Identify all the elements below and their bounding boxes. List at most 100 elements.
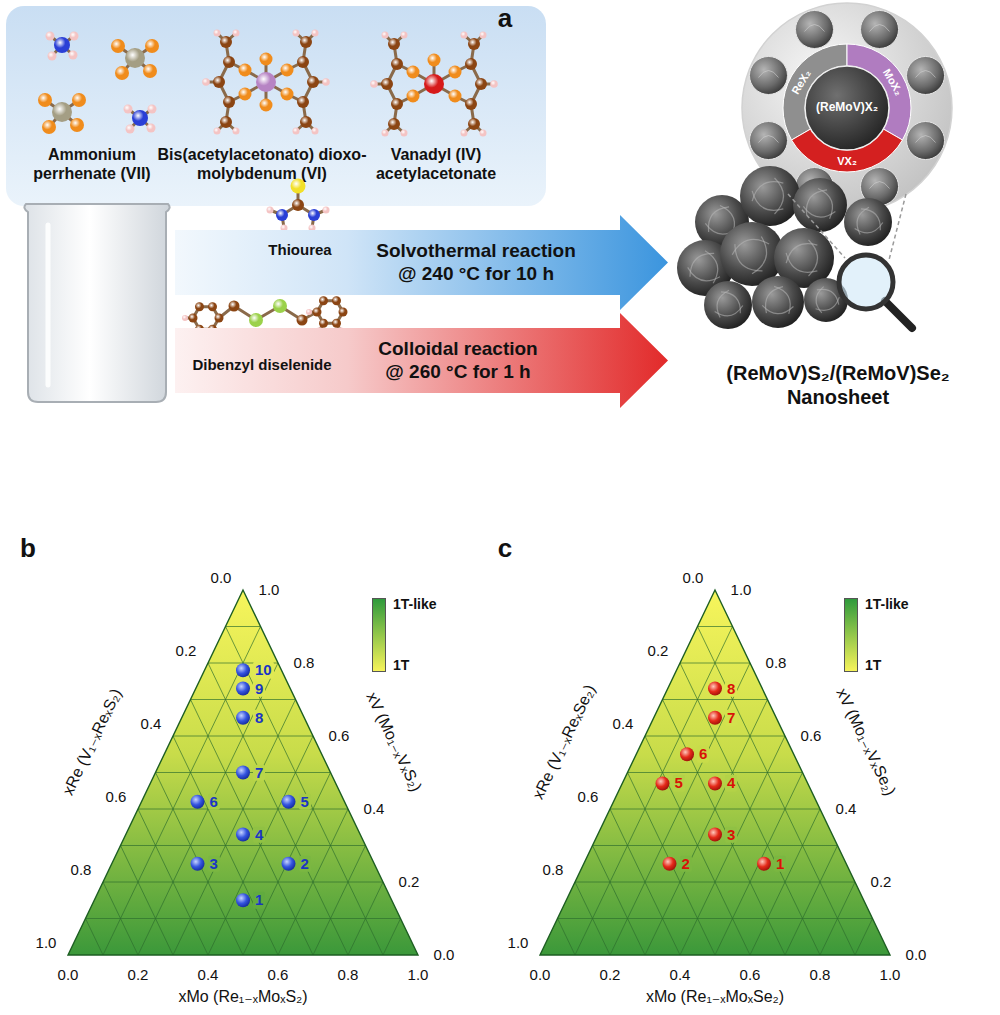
nanosheet-petal xyxy=(809,240,818,276)
nanoflower xyxy=(793,178,847,232)
label-anchor: Vanadyl (IV) acetylacetonate xyxy=(356,145,516,183)
label-anchor: 0.4 xyxy=(836,801,857,818)
label-anchor: 0.2 xyxy=(399,874,420,891)
nanosheet-petal xyxy=(702,202,729,232)
axis-tick-label: 0.2 xyxy=(176,643,197,660)
label-anchor: 0.6 xyxy=(268,967,289,984)
atom xyxy=(148,105,157,114)
atom xyxy=(300,36,312,48)
atom xyxy=(126,125,135,134)
atom xyxy=(195,302,204,311)
legend-text: 1T-like xyxy=(393,597,437,612)
ternary-grid-line xyxy=(383,919,401,956)
ternary-grid-line xyxy=(191,700,314,956)
label-anchor: Dibenzyl diselenide xyxy=(192,356,331,374)
sem-collage-circle xyxy=(742,3,952,213)
ternary-grid-line xyxy=(628,772,803,773)
atom xyxy=(46,32,55,41)
ring-label: VX₂ xyxy=(837,155,857,167)
label-anchor: 0.6 xyxy=(740,967,761,984)
sample-dot xyxy=(191,795,205,809)
axis-tick-label: 0.2 xyxy=(871,874,892,891)
atom xyxy=(428,54,441,67)
ternary-grid-line xyxy=(610,809,820,810)
process-label: Colloidal reaction @ 260 °C for 1 h xyxy=(370,338,546,384)
atom xyxy=(449,66,462,79)
label-anchor: 1T xyxy=(865,658,881,673)
axis-tick-label: 0.6 xyxy=(578,789,599,806)
arrow-shape xyxy=(175,313,668,408)
axis-tick-label: 0.8 xyxy=(543,862,564,879)
label-anchor: xV (Mo₁₋ₓVₓS₂) xyxy=(363,690,426,795)
label-anchor: 0.2 xyxy=(128,967,149,984)
atom xyxy=(465,58,477,70)
label-anchor: VX₂ xyxy=(837,155,857,167)
label-anchor: 0.6 xyxy=(578,789,599,806)
atom xyxy=(297,315,308,326)
atom xyxy=(465,98,477,110)
axis-tick-label: 0.4 xyxy=(198,967,219,984)
atom xyxy=(312,128,319,135)
axis-tick-label: 0.8 xyxy=(294,655,315,672)
ternary-grid-line xyxy=(628,773,716,956)
axis-title: xMo (Re₁₋ₓMoₓSe₂) xyxy=(646,988,784,1006)
sample-number: 3 xyxy=(208,856,220,873)
ternary-grid-line xyxy=(103,627,261,956)
atom xyxy=(319,296,328,305)
ternary-grid-line xyxy=(645,736,785,737)
axis-tick-label: 0.0 xyxy=(211,570,232,587)
sem-texture xyxy=(916,136,936,143)
label-anchor: 1.0 xyxy=(731,582,752,599)
sem-texture xyxy=(758,70,778,77)
sample-number: 1 xyxy=(774,856,786,873)
nanosheet-petal xyxy=(775,178,784,214)
sample-number: 9 xyxy=(253,680,265,697)
ternary-grid-line xyxy=(86,919,104,956)
sample-dot xyxy=(680,747,694,761)
legend-text: 1T xyxy=(865,658,881,673)
atom xyxy=(370,80,378,88)
legend-text: 1T xyxy=(393,658,409,673)
sample-dot xyxy=(191,857,205,871)
nanosheet-petal xyxy=(861,204,886,230)
sem-thumbnail xyxy=(907,122,945,160)
ternary-field xyxy=(540,590,890,955)
atom xyxy=(189,314,198,323)
atom xyxy=(70,118,84,132)
axis-tick-label: 0.8 xyxy=(338,967,359,984)
sem-texture xyxy=(758,136,778,143)
atom xyxy=(313,308,322,317)
reagent-name: Dibenzyl diselenide xyxy=(192,356,331,374)
label-anchor: 0.8 xyxy=(766,655,787,672)
atom xyxy=(256,72,276,92)
ternary-grid-line xyxy=(313,846,366,956)
atom xyxy=(52,102,72,122)
label-anchor: 4 xyxy=(725,775,737,792)
colorbar-swatch xyxy=(844,635,858,672)
beaker-highlight xyxy=(46,225,51,385)
process-arrow: Solvothermal reaction @ 240 °C for 10 h xyxy=(175,215,668,310)
label-anchor: 8 xyxy=(253,710,265,727)
atom xyxy=(38,93,52,107)
reagent-name: Thiourea xyxy=(268,241,331,259)
atom xyxy=(388,118,400,130)
nanosheet-petal xyxy=(782,237,818,263)
atom xyxy=(407,66,420,79)
ternary-grid-line xyxy=(138,809,348,810)
sample-dot xyxy=(236,766,250,780)
ternary-grid-line xyxy=(575,627,733,956)
colorbar-swatch xyxy=(844,598,858,635)
ternary-grid-line xyxy=(173,736,313,737)
atom xyxy=(461,130,468,137)
ternary-grid-line xyxy=(173,736,278,955)
atom xyxy=(293,128,300,135)
sample-dot xyxy=(236,828,250,842)
sem-texture xyxy=(870,182,890,189)
ternary-grid-line xyxy=(610,809,680,955)
atom xyxy=(229,301,240,312)
ternary-grid-line xyxy=(680,663,750,664)
atom xyxy=(214,30,221,37)
axis-tick-label: 1.0 xyxy=(880,967,901,984)
sample-number: 10 xyxy=(253,662,274,679)
label-anchor: 1 xyxy=(774,856,786,873)
